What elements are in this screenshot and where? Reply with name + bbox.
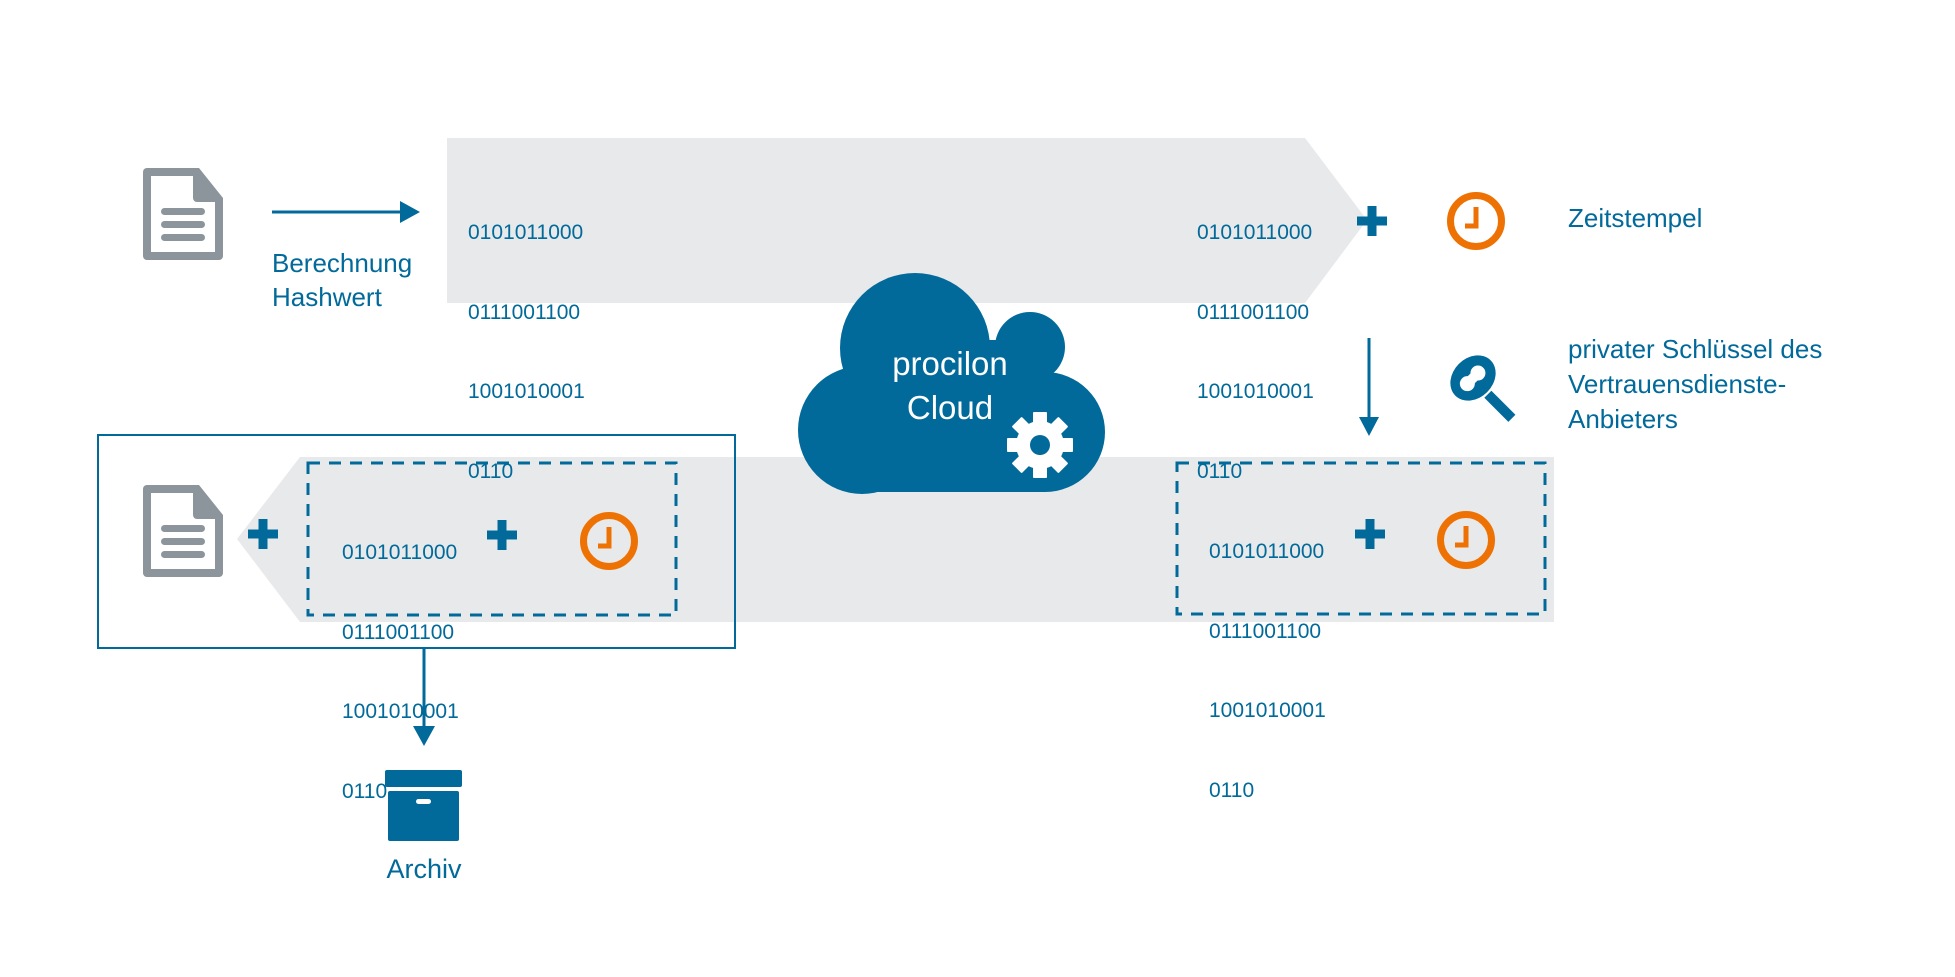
private-key-label: privater Schlüssel des Vertrauensdienste… [1568,332,1822,437]
hash-line: 0111001100 [1209,619,1322,643]
hash-line: 0101011000 [1197,221,1313,244]
gear-icon [1007,412,1073,478]
timestamp-label: Zeitstempel [1568,203,1703,233]
hash-line: 1001010001 [468,380,585,403]
hash-line: 0110 [468,459,514,483]
signed-band-bottom [237,457,1554,622]
label-line: Vertrauensdienste- [1568,369,1787,399]
label-line: Berechnung [272,248,413,278]
cloud-label-line: Cloud [906,389,994,426]
hash-line: 0101011000 [1209,540,1325,563]
hash-value: 0101011000 0111001100 1001010001 0110 [1209,486,1326,831]
hash-line: 0101011000 [342,541,458,564]
label-line: Hashwert [272,282,382,312]
hash-line: 1001010001 [1209,699,1326,722]
archive-box-icon [385,770,462,841]
sign-arrow [1359,338,1379,436]
hash-line: 1001010001 [1197,380,1314,403]
archive-arrow [413,648,435,746]
hash-arrow [272,201,420,223]
cloud-label-line: procilon [892,345,1008,382]
result-signed-box [306,461,678,617]
hash-line: 1001010001 [342,700,459,723]
label-line: privater Schlüssel des [1568,334,1823,364]
signed-timestamp-box [1175,461,1547,616]
cloud-icon [798,273,1105,494]
hash-line: 0101011000 [468,221,584,244]
document-icon [143,485,223,577]
document-icon [143,168,223,260]
hash-line: 0111001100 [342,620,455,644]
hash-value: 0101011000 0111001100 1001010001 0110 [342,487,459,832]
label-line: Anbieters [1568,404,1678,434]
clock-icon [1451,196,1502,247]
hash-band-top [447,138,1367,303]
result-box [97,434,736,649]
hash-value: 0101011000 0111001100 1001010001 0110 [468,167,585,512]
hash-line: 0110 [1197,459,1243,483]
hash-calculation-label: Berechnung Hashwert [272,246,412,314]
hash-line: 0111001100 [1197,300,1310,324]
key-icon [1450,355,1516,422]
cloud-label: procilon Cloud [850,342,1050,430]
hash-line: 0111001100 [468,300,581,324]
hash-line: 0110 [1209,778,1255,802]
archive-label: Archiv [386,854,462,884]
plus-icon [1357,206,1387,236]
hash-line: 0110 [342,779,388,803]
hash-value: 0101011000 0111001100 1001010001 0110 [1197,167,1314,512]
